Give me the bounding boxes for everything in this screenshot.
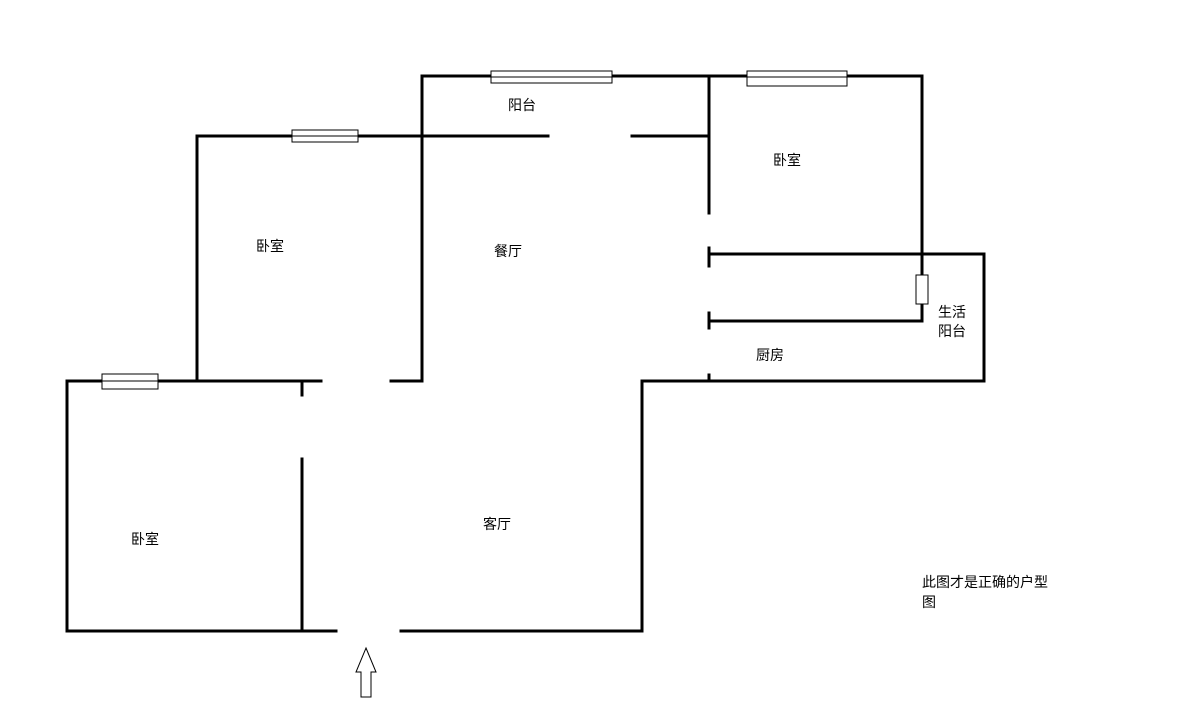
room-label-balcony: 阳台 xyxy=(508,98,536,114)
note-line-2: 图 xyxy=(922,595,936,611)
walls xyxy=(65,74,986,633)
room-label-bedroom-ne: 卧室 xyxy=(773,153,801,169)
room-label-bedroom-nw: 卧室 xyxy=(256,239,284,255)
room-label-bedroom-sw: 卧室 xyxy=(131,532,159,548)
room-label-kitchen: 厨房 xyxy=(756,348,784,364)
window xyxy=(915,274,929,305)
room-label-living: 客厅 xyxy=(483,517,511,533)
window xyxy=(746,70,848,87)
note-line-1: 此图才是正确的户型 xyxy=(922,575,1048,591)
windows xyxy=(101,70,929,390)
room-label-utility-balcony-2: 阳台 xyxy=(938,324,966,340)
room-label-utility-balcony-1: 生活 xyxy=(938,305,966,321)
up-arrow-icon xyxy=(355,646,377,698)
room-label-dining: 餐厅 xyxy=(494,244,522,260)
